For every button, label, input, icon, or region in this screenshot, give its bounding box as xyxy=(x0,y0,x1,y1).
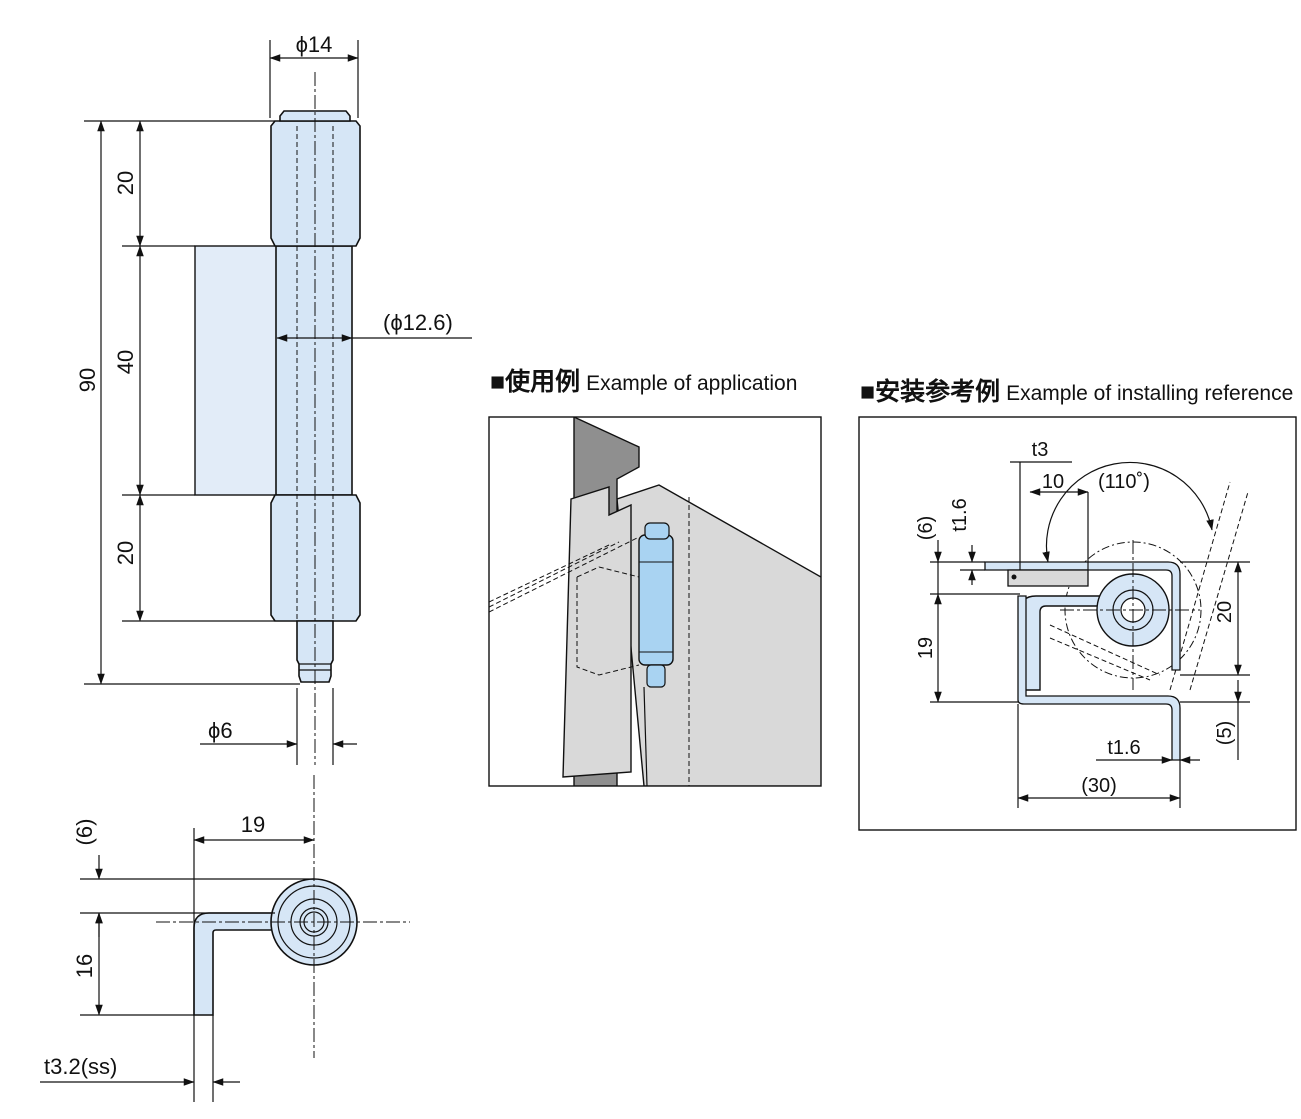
dim-install-5: (5) xyxy=(1214,721,1236,745)
side-leaf xyxy=(193,912,276,1016)
dim-install-30: (30) xyxy=(1081,775,1117,797)
dim-install-19: 19 xyxy=(915,637,937,659)
dim-middle-knuckle: 40 xyxy=(113,350,138,374)
dim-bottom-knuckle: 20 xyxy=(113,541,138,565)
dim-install-t16-bottom: t1.6 xyxy=(1107,737,1140,759)
middle-knuckle xyxy=(275,245,353,496)
dim-top-knuckle: 20 xyxy=(113,171,138,195)
dim-install-20: 20 xyxy=(1214,601,1236,623)
pin-head xyxy=(279,110,351,122)
dim-install-t3: t3 xyxy=(1032,439,1049,461)
front-view: ϕ14 90 20 40 20 (ϕ12.6) ϕ6 xyxy=(75,32,472,765)
dim-side-offset: (6) xyxy=(72,819,97,846)
dim-install-6: (6) xyxy=(915,516,937,540)
dim-pin-diameter: ϕ6 xyxy=(208,718,233,743)
dim-side-width: 19 xyxy=(241,812,265,837)
dim-install-t16-top: t1.6 xyxy=(949,498,971,531)
dim-side-thickness: t3.2(ss) xyxy=(44,1054,117,1079)
dim-install-10: 10 xyxy=(1042,471,1064,493)
dim-install-angle: (110˚) xyxy=(1098,471,1150,493)
dim-total-height: 90 xyxy=(75,368,100,392)
dim-barrel-diameter: (ϕ12.6) xyxy=(383,310,453,335)
dim-top-diameter: ϕ14 xyxy=(296,32,333,57)
side-view: 19 (6) 16 t3.2(ss) xyxy=(40,775,410,1102)
hinge-leaf xyxy=(194,245,278,496)
dim-side-leaf-height: 16 xyxy=(72,954,97,978)
installing-frame xyxy=(858,416,1297,831)
